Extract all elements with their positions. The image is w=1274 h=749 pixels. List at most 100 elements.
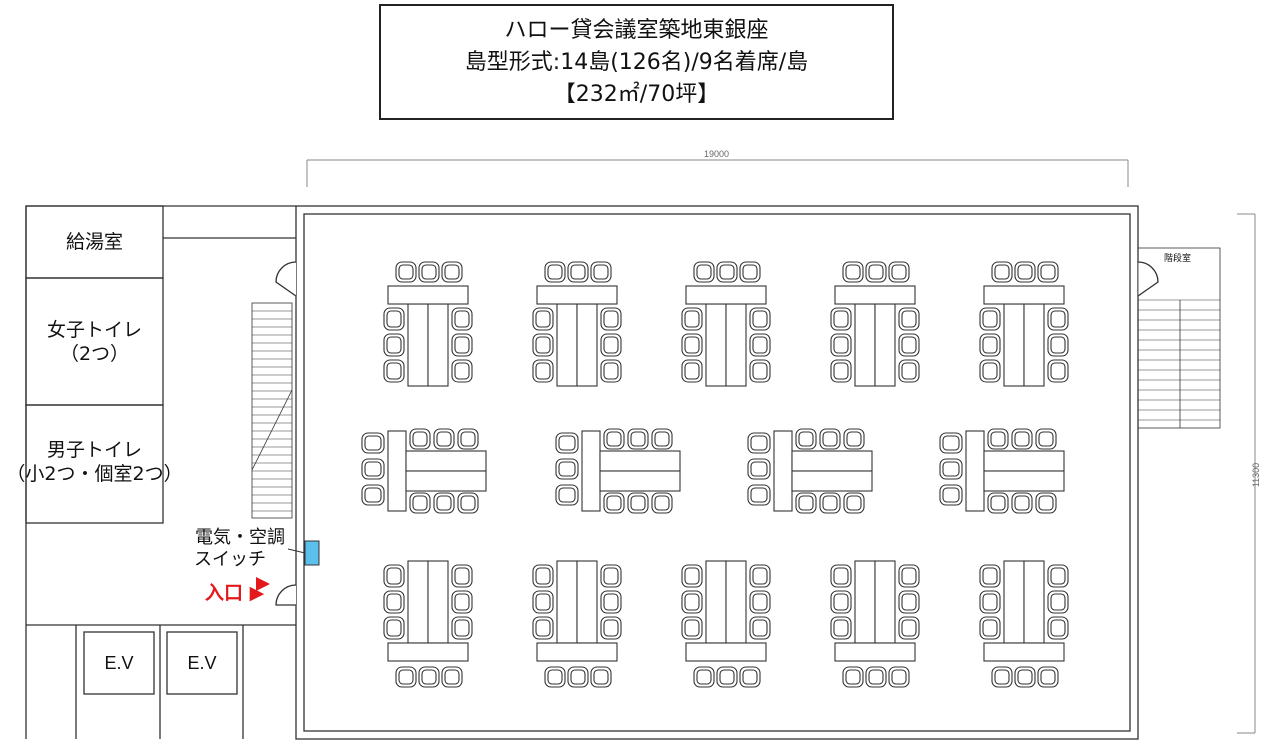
chair-seat xyxy=(421,669,437,685)
chair-seat xyxy=(558,461,576,477)
chair-seat xyxy=(942,487,960,503)
chair-seat xyxy=(630,495,646,511)
chair-seat xyxy=(1040,669,1056,685)
chair-seat xyxy=(603,593,619,611)
chair-seat xyxy=(421,264,437,280)
chair-seat xyxy=(696,264,712,280)
table xyxy=(791,450,873,472)
chair-seat xyxy=(833,310,849,328)
table xyxy=(1023,560,1045,644)
chair-seat xyxy=(684,310,700,328)
mens-toilet-detail: （小2つ・個室2つ） xyxy=(6,463,183,485)
chair-seat xyxy=(1040,264,1056,280)
chair-seat xyxy=(454,567,470,585)
chair-seat xyxy=(606,431,622,447)
chair-seat xyxy=(630,431,646,447)
table xyxy=(725,303,747,387)
chair-seat xyxy=(1050,310,1066,328)
chair-seat xyxy=(684,567,700,585)
chair-seat xyxy=(752,362,768,380)
table xyxy=(405,470,487,492)
chair-seat xyxy=(990,495,1006,511)
chair-seat xyxy=(386,362,402,380)
chair-seat xyxy=(454,593,470,611)
womens-toilet-detail: （2つ） xyxy=(59,343,130,365)
chair-seat xyxy=(822,495,838,511)
chair-seat xyxy=(535,619,551,637)
table xyxy=(773,430,793,512)
chair-seat xyxy=(535,362,551,380)
chair-seat xyxy=(547,669,563,685)
chair-seat xyxy=(535,336,551,354)
chair-seat xyxy=(454,362,470,380)
chair-seat xyxy=(901,619,917,637)
chair-seat xyxy=(1017,669,1033,685)
chair-seat xyxy=(1050,567,1066,585)
table xyxy=(685,642,767,662)
chair-seat xyxy=(558,435,576,451)
chair-seat xyxy=(982,336,998,354)
switch-label-2: スイッチ xyxy=(194,549,266,570)
table xyxy=(1003,560,1025,644)
chair-seat xyxy=(454,310,470,328)
chair-seat xyxy=(750,461,768,477)
chair-seat xyxy=(845,264,861,280)
chair-seat xyxy=(901,567,917,585)
elevator-1-label: E.V xyxy=(104,653,134,673)
chair-seat xyxy=(750,487,768,503)
chair-seat xyxy=(901,593,917,611)
chair-seat xyxy=(752,619,768,637)
kitchen-label: 給湯室 xyxy=(65,231,123,253)
chair-seat xyxy=(846,495,862,511)
chair-seat xyxy=(684,362,700,380)
table xyxy=(405,450,487,472)
elevator-2-label: E.V xyxy=(187,653,217,673)
table xyxy=(983,285,1065,305)
table xyxy=(536,642,618,662)
chair-seat xyxy=(535,567,551,585)
table xyxy=(581,430,601,512)
chair-seat xyxy=(990,431,1006,447)
table xyxy=(965,430,985,512)
chair-seat xyxy=(444,264,460,280)
title-area: 【232㎡/70坪】 xyxy=(553,82,720,107)
chair-seat xyxy=(570,669,586,685)
chair-seat xyxy=(558,487,576,503)
chair-seat xyxy=(845,669,861,685)
chair-seat xyxy=(1014,495,1030,511)
chair-seat xyxy=(942,435,960,451)
table xyxy=(725,560,747,644)
chair-seat xyxy=(386,567,402,585)
chair-seat xyxy=(364,487,382,503)
chair-seat xyxy=(719,264,735,280)
table xyxy=(576,303,598,387)
chair-seat xyxy=(386,593,402,611)
chair-seat xyxy=(833,567,849,585)
chair-seat xyxy=(742,264,758,280)
table xyxy=(536,285,618,305)
chair-seat xyxy=(833,336,849,354)
table xyxy=(983,450,1065,472)
chair-seat xyxy=(460,495,476,511)
chair-seat xyxy=(398,669,414,685)
chair-seat xyxy=(833,362,849,380)
chair-seat xyxy=(1017,264,1033,280)
chair-seat xyxy=(436,431,452,447)
chair-seat xyxy=(982,619,998,637)
table xyxy=(427,303,449,387)
entrance-label: 入口 ▶ xyxy=(205,582,265,604)
table xyxy=(556,303,578,387)
chair-seat xyxy=(942,461,960,477)
chair-seat xyxy=(1038,495,1054,511)
chair-seat xyxy=(719,669,735,685)
chair-seat xyxy=(1050,336,1066,354)
chair-seat xyxy=(982,310,998,328)
chair-seat xyxy=(412,495,428,511)
chair-seat xyxy=(535,310,551,328)
table xyxy=(874,560,896,644)
chair-seat xyxy=(654,495,670,511)
table xyxy=(1003,303,1025,387)
chair-seat xyxy=(750,435,768,451)
chair-seat xyxy=(868,669,884,685)
